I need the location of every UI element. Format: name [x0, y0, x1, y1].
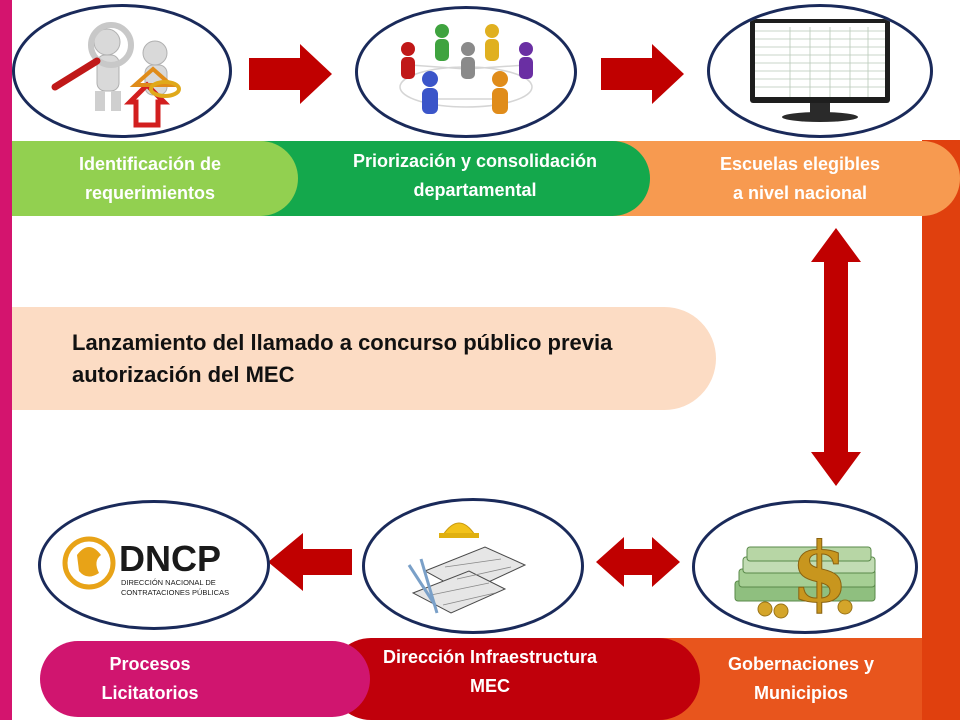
step-label-line: MEC	[469, 676, 510, 696]
arrow-right-1	[249, 44, 332, 104]
dncp-logo-title: DNCP	[119, 538, 221, 579]
oval-procesos: DNCP DIRECCIÓN NACIONAL DE CONTRATACIONE…	[38, 500, 270, 630]
step-label-line: requerimientos	[84, 182, 216, 203]
dncp-logo: DNCP DIRECCIÓN NACIONAL DE CONTRATACIONE…	[62, 536, 229, 597]
oval-direccion	[362, 498, 584, 634]
step-label-line: Escuelas elegibles	[719, 153, 881, 174]
step-label-line: Licitatorios	[101, 683, 199, 703]
label-priorizacion: Priorización y consolidación departamenta…	[230, 141, 650, 216]
label-identificacion: Identificación de requerimientos	[12, 141, 298, 216]
money-dollar-icon: $	[734, 525, 876, 622]
step-label-line: Gobernaciones y	[727, 654, 875, 674]
oval-priorizacion	[355, 6, 577, 138]
banner-line-2: autorización del MEC	[72, 361, 295, 387]
oval-escuelas	[707, 4, 933, 138]
arrow-left	[268, 533, 352, 591]
arrow-vertical-double	[811, 228, 861, 486]
step-label-line: departamental	[413, 180, 537, 200]
dncp-logo-line1: DIRECCIÓN NACIONAL DE	[121, 578, 216, 587]
arrow-right-2	[601, 44, 684, 104]
frame-left-bar	[0, 0, 12, 720]
step-label-line: Identificación de	[78, 153, 222, 174]
step-label-line: Municipios	[754, 683, 848, 703]
blueprints-helmet-icon	[407, 522, 527, 614]
frame-right-bar	[922, 140, 960, 720]
magnifier-figures-house-icon	[51, 22, 181, 128]
banner-line-1: Lanzamiento del llamado a concurso públi…	[72, 329, 613, 355]
oval-gobernaciones: $	[692, 500, 918, 634]
dncp-logo-line2: CONTRATACIONES PÚBLICAS	[121, 588, 229, 597]
step-label-line: Priorización y consolidación	[352, 151, 598, 171]
step-label-line: a nivel nacional	[732, 182, 868, 203]
step-label-line: Procesos	[109, 654, 191, 674]
monitor-spreadsheet-icon	[750, 19, 890, 122]
step-label-line: Dirección Infraestructura	[382, 647, 598, 667]
arrow-horizontal-double	[596, 537, 680, 587]
banner-lanzamiento: Lanzamiento del llamado a concurso públi…	[12, 307, 716, 410]
people-network-icon	[399, 24, 533, 114]
oval-identificacion	[12, 4, 232, 138]
